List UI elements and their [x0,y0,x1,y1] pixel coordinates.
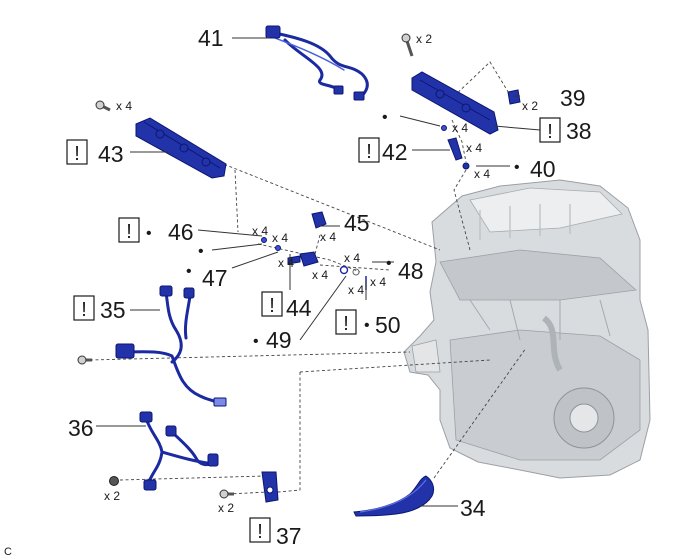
bullet-icon: • [386,255,392,272]
part-34-pipe [353,475,435,517]
part-42-injector [441,125,463,161]
part-48-gasket [352,268,360,276]
part-47-insulator [275,245,281,251]
qty-label-36: x 2 [104,489,120,503]
part-label-41: 41 [198,25,224,51]
bullet-icon: • [382,109,388,126]
caution-box-icon: ! [261,291,283,317]
svg-text:!: ! [74,143,80,165]
bolt-icon [109,476,119,486]
bolt-icon [401,33,414,57]
caution-box-icon: ! [249,517,271,543]
qty-label-top-bolt: x 2 [416,32,432,46]
part-label-39: 39 [560,85,586,111]
part-41-wire-harness [265,25,369,101]
svg-text:!: ! [257,521,263,543]
qty-label-45: x 4 [320,230,336,244]
leader-lines [96,37,541,507]
part-40-seal [462,162,470,170]
part-43-fuel-delivery-pipe [135,117,227,179]
part-37-bracket [261,471,279,503]
part-label-35: 35 [100,297,126,323]
part-label-46: 46 [168,219,194,245]
part-44-injector [287,251,319,267]
bullet-icon: • [198,243,204,260]
part-38-fuel-delivery-pipe [411,71,499,135]
svg-text:!: ! [547,121,553,143]
part-45-bracket [311,211,327,229]
qty-label-43-bolt: x 4 [116,99,132,113]
part-label-47: 47 [202,265,228,291]
part-label-44: 44 [286,295,312,321]
qty-label-42-lower: x 4 [466,141,482,155]
qty-label-50: x 4 [370,275,386,289]
part-label-45: 45 [344,210,370,236]
qty-label-49: x 4 [348,283,364,297]
part-label-48: 48 [398,258,424,284]
bullet-icon: • [364,317,370,334]
bolt-icon [95,100,111,112]
part-label-38: 38 [566,118,592,144]
bolt-icon [77,355,92,365]
part-label-37: 37 [276,523,302,549]
caution-box-icon: ! [118,217,140,243]
svg-text:!: ! [269,295,275,317]
caution-box-icon: ! [539,117,561,143]
qty-label-37: x 2 [218,501,234,515]
part-label-49: 49 [266,327,292,353]
qty-label-44-left: x 4 [278,256,294,270]
bolt-icon [219,489,234,499]
part-label-36: 36 [68,415,94,441]
part-46-o-ring [261,237,267,243]
part-label-50: 50 [375,312,401,338]
engine-assembly [403,179,651,479]
assembly-lines [89,61,527,495]
bullet-icon: • [514,159,520,176]
qty-label-40: x 4 [474,167,490,181]
caution-box-icon: ! [73,295,95,321]
caution-box-icon: ! [335,309,357,335]
caution-box-icon: ! [66,139,88,165]
bullet-icon: • [146,225,152,242]
svg-text:!: ! [366,141,372,163]
part-label-43: 43 [98,141,124,167]
qty-label-42-upper: x 4 [452,121,468,135]
caution-box-icon: ! [358,137,380,163]
part-label-34: 34 [460,495,486,521]
svg-text:!: ! [343,313,349,335]
part-label-40: 40 [530,156,556,182]
part-36-wire-harness [139,411,219,491]
part-39-nut [507,89,521,105]
svg-text:!: ! [81,299,87,321]
qty-label-44-right: x 4 [312,268,328,282]
part-35-wire-harness [115,285,227,407]
bullet-icon: • [186,263,192,280]
part-label-42: 42 [382,139,408,165]
qty-label-47: x 4 [272,231,288,245]
qty-label-48: x 4 [344,251,360,265]
figure-code: C [4,546,12,558]
svg-text:!: ! [126,221,132,243]
qty-label-46: x 4 [252,224,268,238]
bullet-icon: • [253,333,259,350]
qty-label-39: x 2 [522,99,538,113]
part-49-seal [339,265,349,275]
